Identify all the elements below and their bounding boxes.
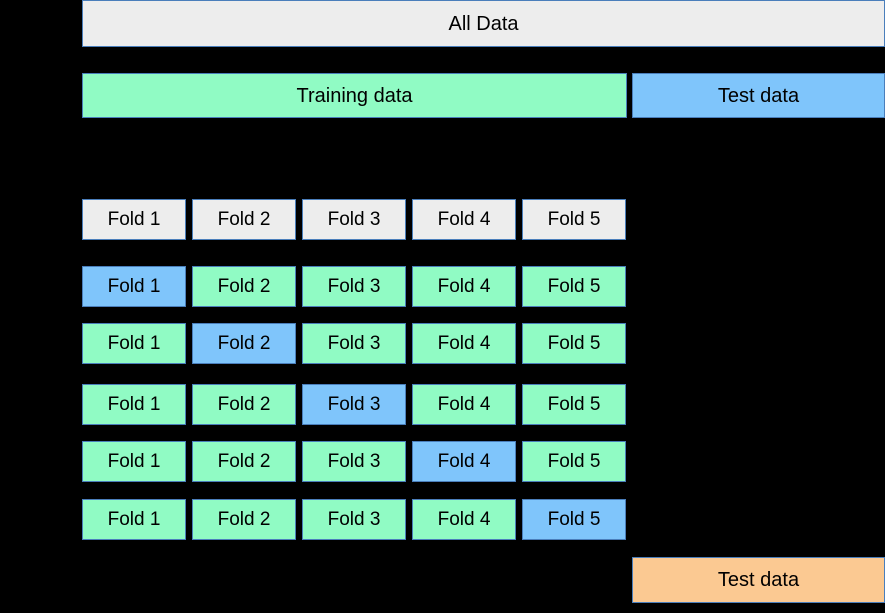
fold-box-split-2-col2: Fold 2 [192,323,296,364]
fold-box-split-5-col1: Fold 1 [82,499,186,540]
fold-box-split-5-col3: Fold 3 [302,499,406,540]
fold-box-folds-overview-col5: Fold 5 [522,199,626,240]
fold-box-split-1-col4: Fold 4 [412,266,516,307]
test-data-box: Test data [632,73,885,118]
fold-box-split-2-col3: Fold 3 [302,323,406,364]
fold-box-split-4-col4: Fold 4 [412,441,516,482]
fold-box-split-1-col3: Fold 3 [302,266,406,307]
fold-box-split-3-col3: Fold 3 [302,384,406,425]
fold-box-split-4-col3: Fold 3 [302,441,406,482]
fold-box-split-5-col4: Fold 4 [412,499,516,540]
fold-box-split-1-col1: Fold 1 [82,266,186,307]
fold-box-split-5-col5: Fold 5 [522,499,626,540]
fold-box-split-3-col4: Fold 4 [412,384,516,425]
fold-box-folds-overview-col1: Fold 1 [82,199,186,240]
fold-box-split-3-col2: Fold 2 [192,384,296,425]
fold-box-split-1-col5: Fold 5 [522,266,626,307]
fold-box-split-4-col2: Fold 2 [192,441,296,482]
final-test-data-box: Test data [632,557,885,603]
fold-box-folds-overview-col2: Fold 2 [192,199,296,240]
training-data-box: Training data [82,73,627,118]
fold-box-split-2-col4: Fold 4 [412,323,516,364]
fold-box-split-3-col1: Fold 1 [82,384,186,425]
fold-box-split-2-col5: Fold 5 [522,323,626,364]
fold-box-split-5-col2: Fold 2 [192,499,296,540]
fold-box-split-2-col1: Fold 1 [82,323,186,364]
fold-box-split-3-col5: Fold 5 [522,384,626,425]
fold-box-folds-overview-col4: Fold 4 [412,199,516,240]
fold-box-split-4-col1: Fold 1 [82,441,186,482]
fold-box-split-4-col5: Fold 5 [522,441,626,482]
fold-box-folds-overview-col3: Fold 3 [302,199,406,240]
fold-box-split-1-col2: Fold 2 [192,266,296,307]
all-data-box: All Data [82,0,885,47]
